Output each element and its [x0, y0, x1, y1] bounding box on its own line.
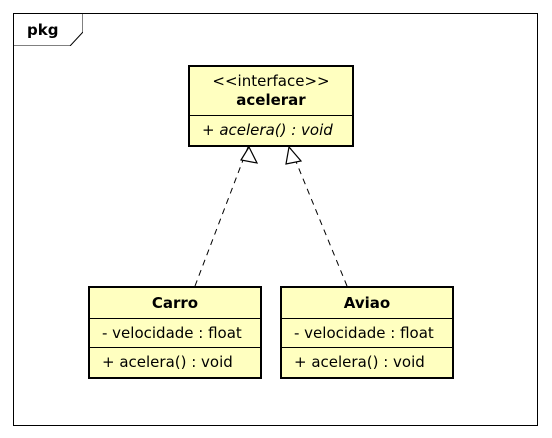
- interface-operations: + acelera() : void: [190, 115, 352, 145]
- class-aviao-name: Aviao: [343, 294, 391, 312]
- class-carro-operation: + acelera() : void: [102, 353, 233, 371]
- interface-stereotype: <<interface>>: [212, 72, 330, 90]
- carro-realization-line[interactable]: [194, 146, 249, 287]
- class-carro[interactable]: Carro - velocidade : float + acelera() :…: [88, 286, 262, 379]
- package-label: pkg: [27, 21, 59, 39]
- class-aviao-operations: + acelera() : void: [282, 347, 452, 377]
- class-carro-attributes: - velocidade : float: [90, 318, 260, 347]
- interface-header: <<interface>> acelerar: [190, 67, 352, 115]
- class-aviao[interactable]: Aviao - velocidade : float + acelera() :…: [280, 286, 454, 379]
- aviao-realization-arrowhead: [285, 145, 303, 165]
- class-aviao-operation: + acelera() : void: [294, 353, 425, 371]
- package-frame: [13, 13, 538, 426]
- class-aviao-attributes: - velocidade : float: [282, 318, 452, 347]
- class-carro-name: Carro: [151, 294, 199, 312]
- interface-name: acelerar: [236, 91, 306, 109]
- class-carro-attribute: - velocidade : float: [102, 324, 242, 342]
- carro-realization-arrowhead: [240, 145, 259, 164]
- class-carro-operations: + acelera() : void: [90, 347, 260, 377]
- interface-operation: + acelera() : void: [202, 121, 333, 139]
- interface-acelerar[interactable]: <<interface>> acelerar + acelera() : voi…: [188, 65, 354, 147]
- package-tab: [13, 13, 83, 46]
- class-aviao-attribute: - velocidade : float: [294, 324, 434, 342]
- aviao-realization-line[interactable]: [289, 146, 348, 287]
